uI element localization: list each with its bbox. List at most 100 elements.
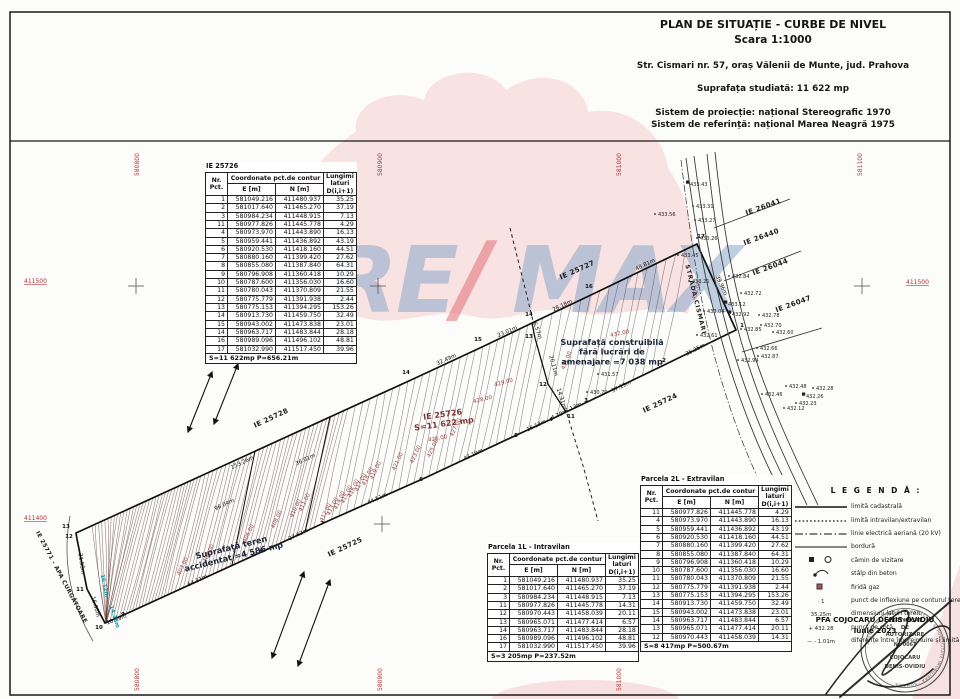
table-title: IE 25726 — [206, 162, 239, 170]
svg-text:IE 25726S=11 622 mp: IE 25726S=11 622 mp — [412, 406, 474, 433]
svg-text:IE 26047: IE 26047 — [774, 294, 812, 314]
svg-text:426.00: 426.00 — [428, 434, 448, 443]
legend-item-label: punct de cotă — [851, 623, 894, 631]
legend-item: stâlp din beton — [793, 567, 959, 580]
certification-stamp: · AGENȚIA NAȚIONALĂ DE CADASTRU ȘI PUBLI… — [825, 600, 952, 698]
svg-text:423.00: 423.00 — [409, 444, 423, 464]
svg-text:12: 12 — [539, 382, 547, 388]
svg-text:15: 15 — [474, 337, 482, 343]
legend-item-label: firidă gaz — [851, 583, 880, 591]
svg-text:431.57: 431.57 — [601, 372, 619, 378]
legend-item-label: diferențe între împrejmuire și limită — [851, 637, 960, 645]
svg-text:581000: 581000 — [616, 153, 623, 176]
author-name: PFA COJOCARU DENIS-OVIDIU — [815, 615, 935, 624]
svg-text:432.60: 432.60 — [776, 330, 794, 336]
projection-label: Sistem de proiecție: național Stereograf… — [655, 108, 891, 118]
svg-text:4: 4 — [549, 417, 553, 423]
legend-item-label: stâlp din beton — [851, 570, 897, 578]
svg-text:IE 25771 - APA CURGĂTOARE: IE 25771 - APA CURGĂTOARE — [34, 530, 89, 625]
flow-arrows — [186, 362, 332, 668]
pole-symbol — [793, 564, 851, 583]
legend-item-label: punct de inflexiune pe conturul terenulu… — [851, 596, 960, 604]
svg-text:17: 17 — [697, 234, 705, 240]
scale-label: Scara 1:1000 — [734, 34, 812, 46]
legend-item-label: linie electrică aeriană (20 kV) — [851, 529, 941, 537]
svg-text:16.13m: 16.13m — [526, 419, 548, 433]
svg-text:433.45: 433.45 — [681, 253, 699, 259]
svg-text:14: 14 — [402, 370, 410, 376]
svg-text:580900: 580900 — [377, 668, 384, 691]
svg-text:IE 26044: IE 26044 — [751, 257, 789, 277]
svg-text:432.23: 432.23 — [799, 401, 817, 407]
manhole-symbol — [793, 551, 851, 570]
svg-text:AUTORIZARE: AUTORIZARE — [886, 632, 925, 638]
text-symbol: 35.25m — [793, 604, 851, 623]
line-solid-symbol — [793, 497, 851, 516]
legend-item: firidă gaz — [793, 580, 959, 593]
svg-text:IE 26041: IE 26041 — [744, 197, 782, 217]
svg-text:430.79: 430.79 — [590, 390, 608, 396]
svg-text:433.56: 433.56 — [658, 212, 676, 218]
text-symbol: · 1 — [793, 591, 851, 610]
svg-text:6.57m: 6.57m — [531, 321, 543, 340]
svg-text:6: 6 — [419, 477, 423, 483]
text-symbol: + 432.28 — [793, 618, 851, 637]
table-title: Parcela 1L - Intravilan — [488, 543, 570, 551]
table-footer: S=8 417mp P=500.67m — [640, 640, 792, 653]
svg-text:— - 1.01m: — - 1.01m — [807, 639, 835, 645]
svg-text:DENIS-OVIDIU: DENIS-OVIDIU — [885, 664, 926, 670]
svg-text:35.25m: 35.25m — [811, 612, 832, 618]
svg-text:432.92: 432.92 — [732, 312, 750, 318]
svg-text:5: 5 — [514, 433, 518, 439]
svg-text:· 1: · 1 — [818, 599, 825, 605]
svg-text:14.31m: 14.31m — [555, 388, 567, 410]
svg-text:581000: 581000 — [616, 668, 623, 691]
svg-text:433.31: 433.31 — [696, 204, 714, 210]
svg-text:432.00: 432.00 — [691, 280, 703, 301]
svg-text:432.94: 432.94 — [741, 358, 759, 364]
svg-text:16: 16 — [585, 284, 593, 290]
svg-text:432.61: 432.61 — [700, 333, 718, 339]
svg-text:433.27: 433.27 — [698, 218, 716, 224]
svg-text:36.01m: 36.01m — [295, 453, 317, 467]
svg-text:432.70: 432.70 — [764, 323, 782, 329]
svg-text:2: 2 — [662, 358, 666, 364]
legend-item: — - 1.01m diferențe între împrejmuire și … — [793, 634, 959, 647]
svg-text:11: 11 — [567, 414, 575, 420]
svg-text:8: 8 — [259, 549, 263, 555]
svg-text:428.00: 428.00 — [473, 395, 494, 406]
legend-item-label: bordură — [851, 543, 875, 551]
studied-area-label: Suprafața studiată: 11 622 mp — [696, 84, 849, 94]
legend-item: bordură — [793, 540, 959, 553]
svg-text:4.29m: 4.29m — [550, 409, 568, 422]
svg-text:432.26: 432.26 — [806, 394, 824, 400]
table-title: Parcela 2L - Extravilan — [641, 475, 725, 483]
line-solid2-symbol — [793, 537, 851, 556]
gas-symbol — [793, 578, 851, 597]
svg-text:35.25m: 35.25m — [685, 343, 707, 358]
